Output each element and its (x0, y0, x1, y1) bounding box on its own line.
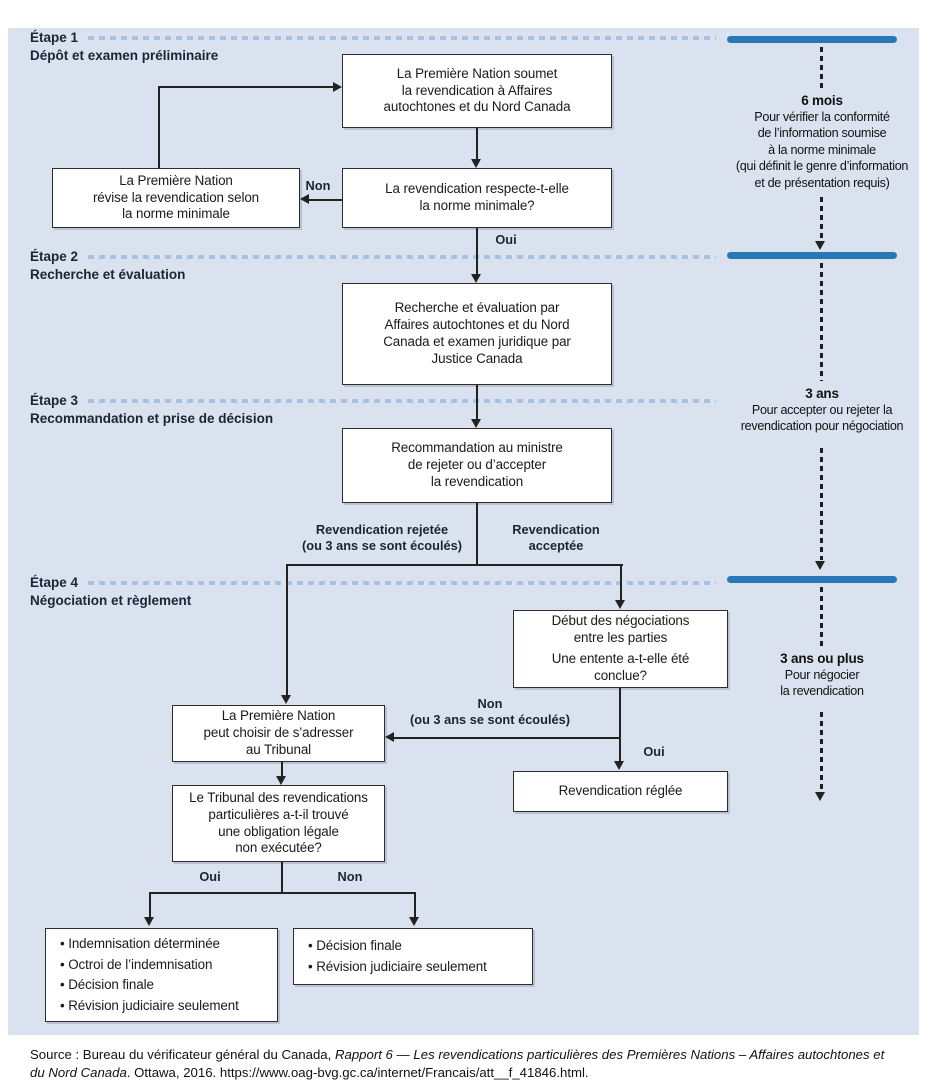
arrow-down-icon (471, 159, 481, 168)
negotiations-start-text: Début des négociations entre les parties (551, 613, 690, 646)
timeline-dash-segment (820, 263, 823, 381)
arrow-down-icon (471, 419, 481, 428)
box-tribunal-question: Le Tribunal des revendications particuli… (172, 785, 385, 862)
box-research-evaluation: Recherche et évaluation par Affaires aut… (342, 283, 612, 385)
timeline-dash-segment (820, 712, 823, 792)
timeline-dash-segment (820, 197, 823, 241)
timeline-duration: 6 mois (801, 93, 843, 108)
arrow-down-icon (409, 917, 419, 926)
connector-split-horizontal (286, 564, 623, 566)
stage-2-title: Étape 2 (30, 249, 79, 264)
bullet-item: • Décision finale (60, 977, 154, 992)
bullet-item: • Décision finale (308, 938, 402, 953)
timeline-arrow-down-icon (815, 792, 825, 801)
box-meets-minimum-standard: La revendication respecte-t-elle la norm… (342, 168, 612, 228)
label-claim-accepted: Revendication acceptée (512, 522, 600, 553)
stage-3-dashed-line (88, 399, 716, 403)
arrow-left-icon (385, 732, 394, 742)
connector-research-to-recommendation (476, 385, 478, 419)
stage-4-subtitle: Négociation et règlement (30, 593, 192, 608)
stage-3-header: Étape 3 Recommandation et prise de décis… (30, 392, 273, 428)
stage-4-dashed-line (88, 581, 716, 585)
stage-3-subtitle: Recommandation et prise de décision (30, 411, 274, 426)
connector-question-down (281, 862, 283, 893)
connector-revise-up (158, 87, 160, 168)
arrow-down-icon (144, 917, 154, 926)
connector-standard-to-revise (309, 199, 342, 201)
timeline-duration: 3 ans (805, 386, 839, 401)
box-oui-outcomes: • Indemnisation déterminée • Octroi de l’… (45, 928, 278, 1022)
box-revise-claim: La Première Nation révise la revendicati… (52, 168, 300, 228)
box-minister-recommendation: Recommandation au ministre de rejeter ou… (342, 428, 612, 503)
stage-3-title: Étape 3 (30, 393, 79, 408)
timeline-bar-3 (727, 576, 897, 583)
arrow-down-icon (281, 695, 291, 704)
bullet-item: • Révision judiciaire seulement (60, 997, 239, 1013)
box-non-outcomes: • Décision finale • Révision judiciaire s… (293, 928, 533, 985)
connector-non-outcome (414, 892, 416, 918)
timeline-arrow-down-icon (815, 241, 825, 250)
oui-outcomes-list: • Indemnisation déterminée • Octroi de l’… (60, 934, 239, 1016)
timeline-duration: 3 ans ou plus (780, 651, 864, 666)
timeline-bar-2 (727, 252, 897, 259)
stage-2-header: Étape 2 Recherche et évaluation (30, 248, 185, 284)
label-oui-standard: Oui (495, 232, 517, 247)
stage-2-subtitle: Recherche et évaluation (30, 267, 186, 282)
arrow-left-icon (300, 194, 309, 204)
timeline-arrow-down-icon (815, 561, 825, 570)
negotiations-question-text: Une entente a-t-elle été conclue? (551, 651, 690, 683)
connector-negotiations-to-tribunal (394, 737, 621, 739)
connector-outcome-split (149, 892, 416, 894)
bullet-item: • Octroi de l’indemnisation (60, 956, 213, 972)
connector-standard-to-research (476, 228, 478, 274)
timeline-bar-1 (727, 36, 897, 43)
connector-choice-to-question (281, 762, 283, 777)
source-suffix: . Ottawa, 2016. https://www.oag-bvg.gc.c… (126, 1064, 589, 1080)
stage-2-dashed-line (88, 255, 716, 259)
source-citation: Source : Bureau du vérificateur général … (30, 1046, 898, 1081)
non-outcomes-list: • Décision finale • Révision judiciaire s… (308, 936, 487, 977)
label-claim-rejected: Revendication rejetée (ou 3 ans se sont … (301, 522, 462, 553)
arrow-down-icon (615, 600, 625, 609)
connector-recommendation-down (476, 503, 478, 565)
stage-1-title: Étape 1 (30, 30, 79, 45)
arrow-down-icon (471, 274, 481, 283)
source-report-title: Rapport 6 — Les revendications particuli… (30, 1047, 885, 1080)
box-claim-settled: Revendication réglée (513, 771, 728, 812)
connector-oui-outcome (149, 892, 151, 918)
stage-4-header: Étape 4 Négociation et règlement (30, 574, 191, 610)
timeline-description: Pour accepter ou rejeter la revendicatio… (740, 403, 904, 434)
bullet-item: • Révision judiciaire seulement (308, 958, 487, 974)
box-negotiations: Début des négociations entre les parties… (513, 610, 728, 688)
bullet-item: • Indemnisation déterminée (60, 936, 220, 951)
timeline-dash-segment (820, 448, 823, 560)
box-submit-claim: La Première Nation soumet la revendicati… (342, 54, 612, 128)
timeline-description: Pour vérifier la conformité de l’informa… (735, 110, 909, 190)
connector-negotiations-to-settled (619, 688, 621, 762)
timeline-description: Pour négocier la revendication (780, 668, 864, 699)
box-tribunal-choice: La Première Nation peut choisir de s’adr… (172, 705, 385, 762)
timeline-dash-segment (820, 47, 823, 92)
stage-1-subtitle: Dépôt et examen préliminaire (30, 48, 219, 63)
stage-1-header: Étape 1 Dépôt et examen préliminaire (30, 29, 218, 65)
timeline-dash-segment (820, 587, 823, 647)
source-prefix: Source : Bureau du vérificateur général … (30, 1047, 335, 1062)
connector-revise-to-submit (158, 86, 334, 88)
connector-rejected-branch (286, 564, 288, 696)
stage-4-title: Étape 4 (30, 575, 79, 590)
label-non-agreement: Non (ou 3 ans se sont écoulés) (409, 696, 570, 727)
label-non-standard: Non (305, 178, 331, 193)
connector-accepted-branch (620, 564, 622, 601)
label-non-tribunal: Non (337, 869, 363, 884)
label-oui-tribunal: Oui (199, 869, 221, 884)
arrow-right-icon (333, 82, 342, 92)
timeline-note-6-mois: 6 mois Pour vérifier la conformité de l’… (717, 92, 927, 191)
stage-1-dashed-line (88, 36, 716, 40)
timeline-note-3-ans: 3 ans Pour accepter ou rejeter la revend… (717, 385, 927, 435)
arrow-down-icon (276, 776, 286, 785)
connector-submit-to-standard (476, 128, 478, 160)
label-oui-agreement: Oui (643, 744, 665, 759)
arrow-down-icon (614, 761, 624, 770)
timeline-note-3-ans-ou-plus: 3 ans ou plus Pour négocier la revendica… (717, 650, 927, 700)
